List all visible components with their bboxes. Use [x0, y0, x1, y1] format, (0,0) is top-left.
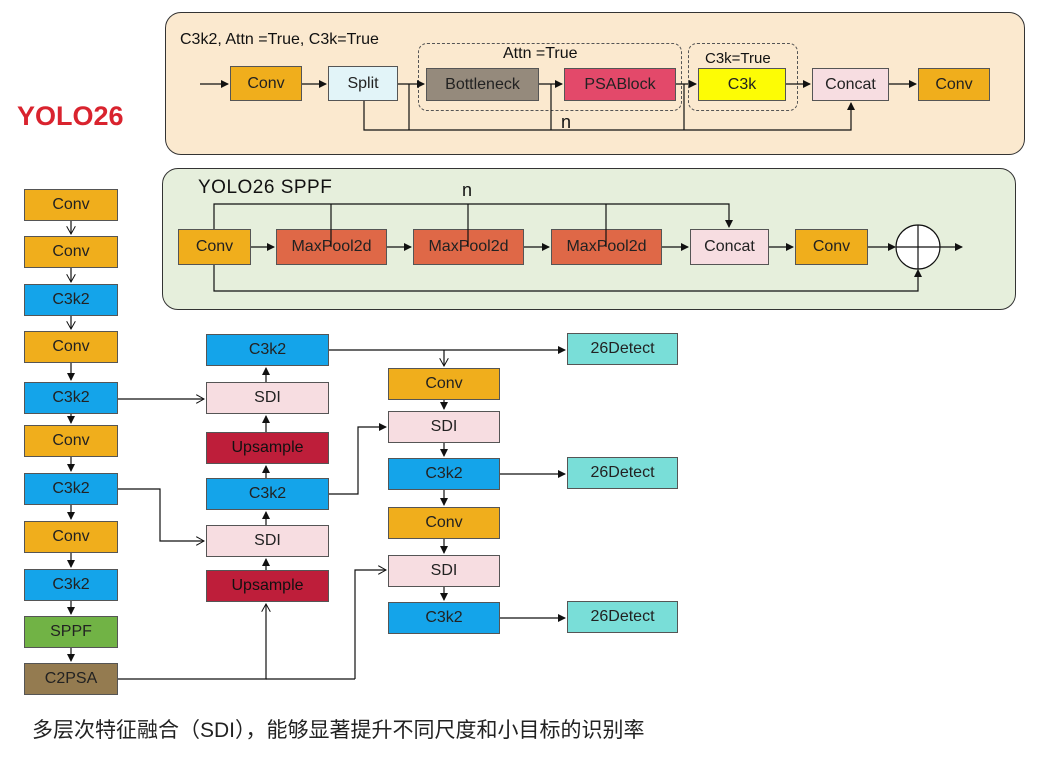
- backbone-c3k2-2: C3k2: [24, 382, 118, 414]
- c3k2-concat: Concat: [812, 68, 889, 101]
- neck-right-c3k2-2: C3k2: [388, 602, 500, 634]
- neck-right-conv-1: Conv: [388, 368, 500, 400]
- c3k2-conv-out: Conv: [918, 68, 990, 101]
- backbone-sppf: SPPF: [24, 616, 118, 648]
- c3k-group: [688, 43, 798, 111]
- caption: 多层次特征融合（SDI），能够显著提升不同尺度和小目标的识别率: [32, 719, 645, 742]
- neck-left-c3k2-top: C3k2: [206, 334, 329, 366]
- neck-right-conv-2: Conv: [388, 507, 500, 539]
- c3k2-c3k: C3k: [698, 68, 786, 101]
- c3k2-split: Split: [328, 66, 398, 101]
- sppf-concat: Concat: [690, 229, 769, 265]
- backbone-c3k2-4: C3k2: [24, 569, 118, 601]
- c3k-label: C3k=True: [705, 50, 771, 67]
- sppf-conv-out: Conv: [795, 229, 868, 265]
- attn-group: [418, 43, 682, 111]
- neck-left-sdi-2: SDI: [206, 525, 329, 557]
- detect-head-2: 26Detect: [567, 457, 678, 489]
- backbone-c2psa: C2PSA: [24, 663, 118, 695]
- backbone-c3k2-1: C3k2: [24, 284, 118, 316]
- sppf-repeat-label: n: [462, 180, 473, 200]
- neck-left-sdi-1: SDI: [206, 382, 329, 414]
- backbone-c3k2-3: C3k2: [24, 473, 118, 505]
- neck-left-upsample-2: Upsample: [206, 570, 329, 602]
- sppf-panel-title: YOLO26 SPPF: [198, 177, 333, 198]
- backbone-conv-5: Conv: [24, 521, 118, 553]
- detect-head-3: 26Detect: [567, 601, 678, 633]
- neck-right-sdi-1: SDI: [388, 411, 500, 443]
- c3k2-panel-title: C3k2, Attn =True, C3k=True: [180, 31, 379, 48]
- detect-head-1: 26Detect: [567, 333, 678, 365]
- neck-left-c3k2-mid: C3k2: [206, 478, 329, 510]
- backbone-conv-1: Conv: [24, 189, 118, 221]
- c3k2-conv-in: Conv: [230, 66, 302, 101]
- neck-left-upsample-1: Upsample: [206, 432, 329, 464]
- neck-right-sdi-2: SDI: [388, 555, 500, 587]
- c3k2-psablock: PSABlock: [564, 68, 676, 101]
- backbone-conv-3: Conv: [24, 331, 118, 363]
- attn-label: Attn =True: [503, 45, 578, 62]
- c3k2-bottleneck: Bottleneck: [426, 68, 539, 101]
- c3k2-repeat-label: n: [561, 112, 572, 132]
- backbone-conv-4: Conv: [24, 425, 118, 457]
- sppf-conv-in: Conv: [178, 229, 251, 265]
- neck-right-c3k2-1: C3k2: [388, 458, 500, 490]
- backbone-conv-2: Conv: [24, 236, 118, 268]
- diagram-title: YOLO26: [17, 101, 124, 131]
